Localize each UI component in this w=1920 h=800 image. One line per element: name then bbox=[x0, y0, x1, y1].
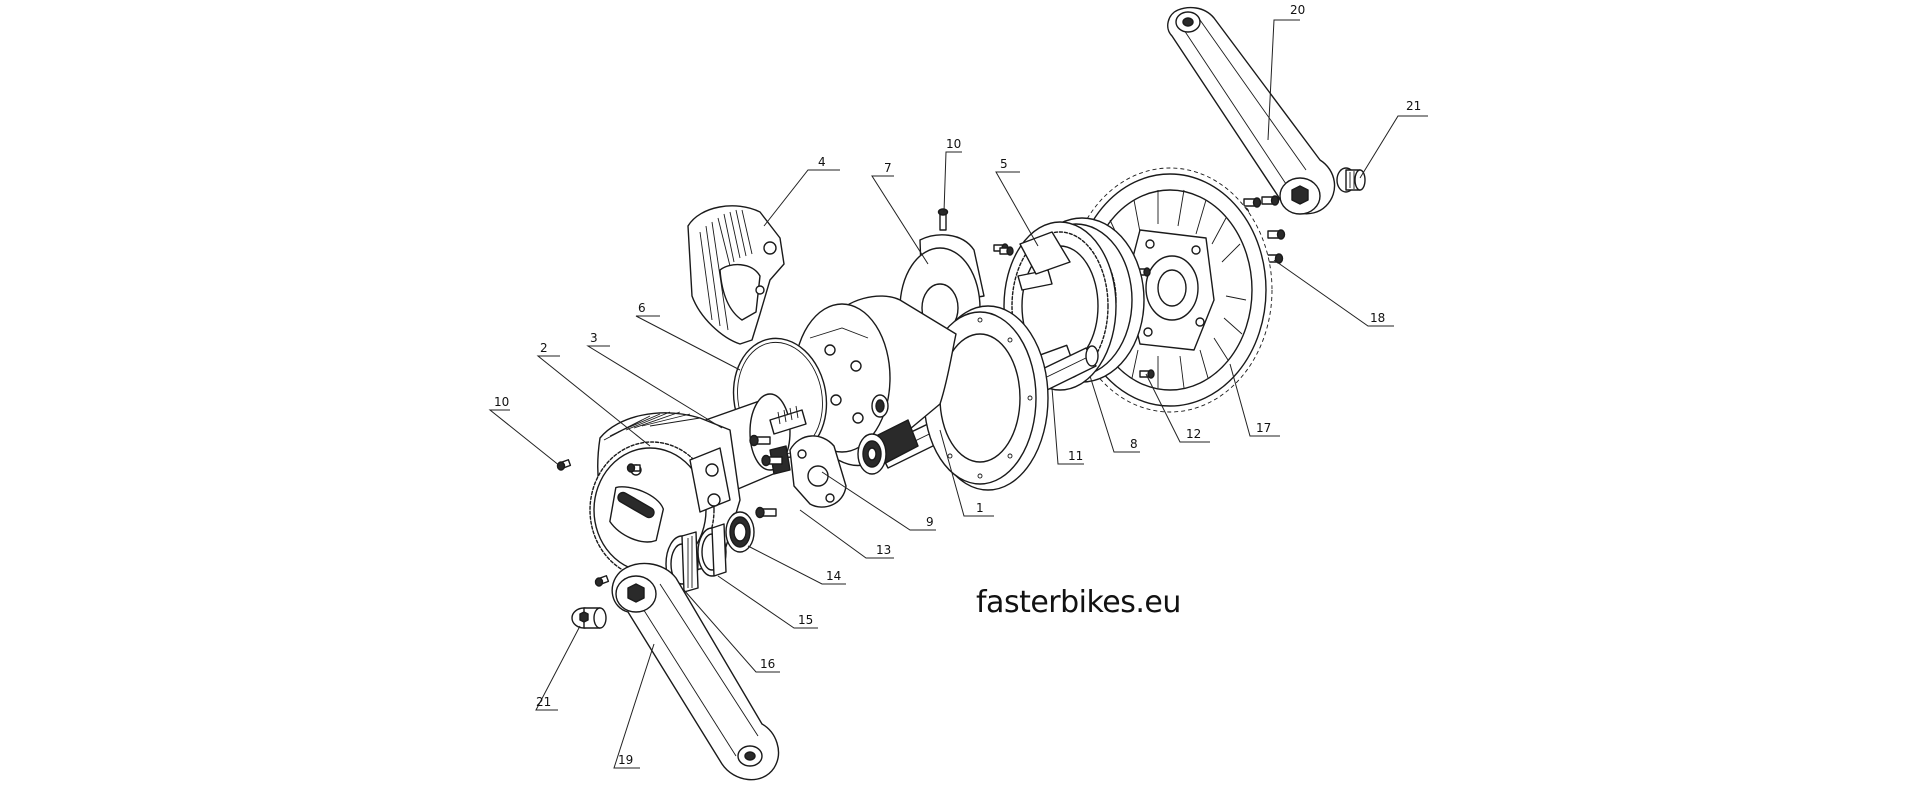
callout-19: 19 bbox=[618, 753, 633, 767]
callout-16: 16 bbox=[760, 657, 775, 671]
callout-21-upper: 21 bbox=[1406, 99, 1421, 113]
callout-10-lower: 10 bbox=[494, 395, 509, 409]
part-crank-bolt-upper bbox=[1336, 167, 1366, 193]
callout-2: 2 bbox=[540, 341, 548, 355]
callout-5: 5 bbox=[1000, 157, 1008, 171]
callout-13: 13 bbox=[876, 543, 891, 557]
part-rotor-disc bbox=[923, 305, 1049, 491]
callout-17: 17 bbox=[1256, 421, 1271, 435]
part-seal-ring bbox=[697, 523, 727, 577]
callout-1: 1 bbox=[976, 501, 984, 515]
callout-15: 15 bbox=[798, 613, 813, 627]
callout-3: 3 bbox=[590, 331, 598, 345]
callout-9: 9 bbox=[926, 515, 934, 529]
callout-4: 4 bbox=[818, 155, 826, 169]
callout-7: 7 bbox=[884, 161, 892, 175]
callout-10-upper: 10 bbox=[946, 137, 961, 151]
callout-labels: 20 21 18 17 12 8 11 5 10 7 4 6 3 2 10 1 … bbox=[494, 3, 1421, 767]
part-spindle-bearing bbox=[857, 419, 919, 475]
part-bearing bbox=[725, 511, 755, 553]
callout-11: 11 bbox=[1068, 449, 1083, 463]
part-crank-arm-left bbox=[611, 562, 780, 781]
callout-8: 8 bbox=[1130, 437, 1138, 451]
part-mount-plate bbox=[789, 435, 847, 508]
callout-18: 18 bbox=[1370, 311, 1385, 325]
part-lock-ring bbox=[665, 531, 699, 593]
part-controller-cover bbox=[687, 205, 785, 345]
part-crank-bolt-lower bbox=[571, 607, 607, 629]
callout-14: 14 bbox=[826, 569, 841, 583]
part-screw-upper bbox=[937, 208, 1014, 256]
callout-6: 6 bbox=[638, 301, 646, 315]
part-crank-arm-right bbox=[1167, 6, 1336, 215]
callout-20: 20 bbox=[1290, 3, 1305, 17]
brand-text: fasterbikes.eu bbox=[976, 585, 1181, 620]
callout-12: 12 bbox=[1186, 427, 1201, 441]
leader-lines bbox=[488, 19, 1428, 769]
callout-21-lower: 21 bbox=[536, 695, 551, 709]
